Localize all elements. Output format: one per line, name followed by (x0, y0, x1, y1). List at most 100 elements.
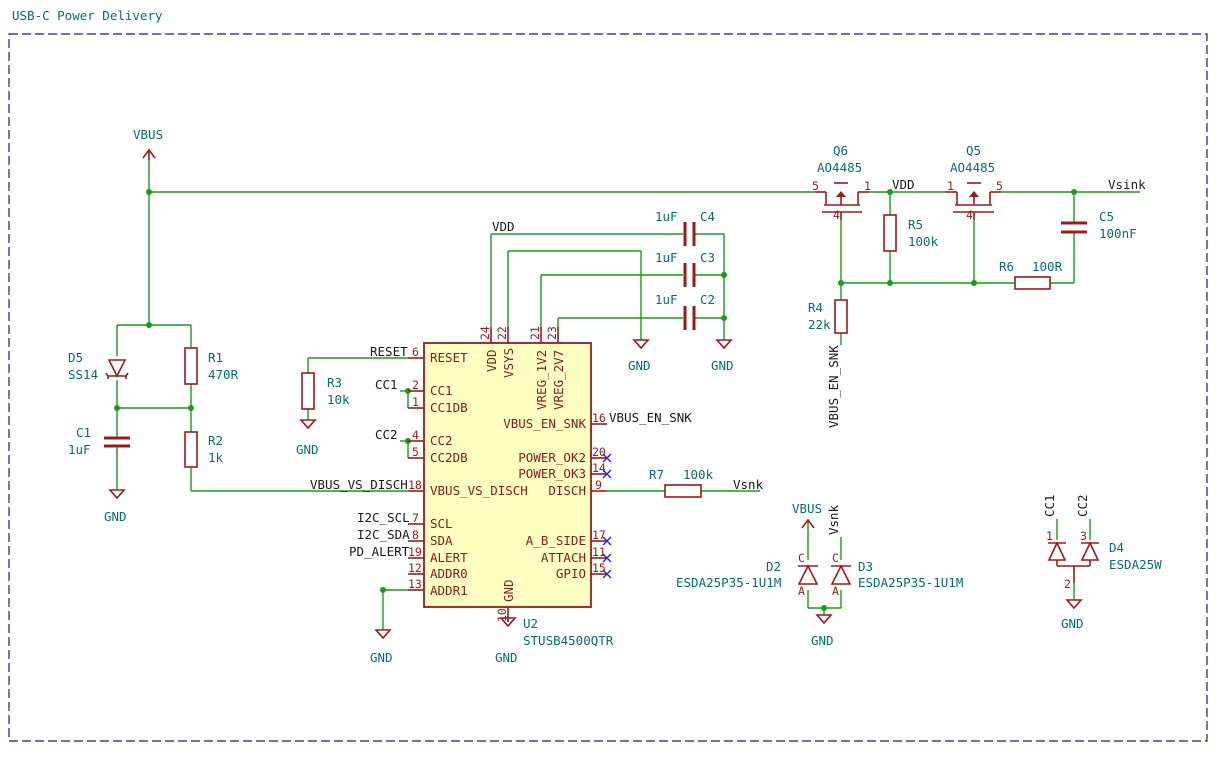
net-label-vdd-mosfet: VDD (892, 177, 915, 192)
svg-text:C5: C5 (1099, 209, 1114, 224)
resistor-r7: R7 100k (649, 467, 714, 498)
diode-d4: 1 3 2 D4 ESDA25W (1046, 529, 1162, 591)
svg-text:D2: D2 (766, 559, 781, 574)
svg-text:100k: 100k (908, 234, 939, 249)
svg-text:ADDR1: ADDR1 (430, 583, 468, 598)
svg-text:GND: GND (501, 579, 516, 602)
svg-text:R2: R2 (208, 433, 223, 448)
svg-text:C: C (832, 551, 839, 565)
net-label-vsnk: Vsnk (733, 477, 764, 492)
diode-d5: D5 SS14 (68, 350, 129, 382)
gnd-symbol-vsys: GND (628, 339, 651, 373)
svg-text:POWER_OK3: POWER_OK3 (518, 466, 586, 481)
svg-text:VBUS: VBUS (133, 127, 163, 142)
svg-text:CC1DB: CC1DB (430, 400, 468, 415)
svg-text:22: 22 (495, 326, 509, 340)
svg-text:13: 13 (408, 577, 422, 591)
svg-text:R1: R1 (208, 350, 223, 365)
svg-text:12: 12 (408, 561, 422, 575)
net-label-vdd: VDD (492, 219, 515, 234)
svg-text:5: 5 (812, 179, 819, 193)
gnd-symbol-caps: GND (711, 339, 734, 373)
capacitor-c3: 1uF C3 (655, 250, 715, 287)
svg-text:C2: C2 (700, 292, 715, 307)
svg-text:CC1: CC1 (430, 383, 453, 398)
resistor-r6: R6 100R (999, 259, 1063, 290)
svg-text:GND: GND (370, 650, 393, 665)
svg-text:CC2DB: CC2DB (430, 450, 468, 465)
svg-text:9: 9 (595, 478, 602, 492)
svg-text:19: 19 (408, 545, 422, 559)
svg-text:C: C (798, 551, 805, 565)
svg-text:10k: 10k (327, 392, 350, 407)
svg-text:A: A (832, 584, 839, 598)
svg-text:1uF: 1uF (655, 250, 678, 265)
svg-text:R5: R5 (908, 217, 923, 232)
svg-text:15: 15 (592, 561, 606, 575)
mosfet-q5: 1 5 4 Q5 AO4485 (945, 143, 1003, 222)
svg-text:VBUS_EN_SNK: VBUS_EN_SNK (503, 416, 586, 431)
svg-text:R7: R7 (649, 467, 664, 482)
vbus-power-symbol: VBUS (133, 127, 163, 160)
svg-text:ADDR0: ADDR0 (430, 566, 468, 581)
svg-text:470R: 470R (208, 367, 239, 382)
svg-text:ESDA25P35-1U1M: ESDA25P35-1U1M (858, 575, 963, 590)
svg-text:16: 16 (592, 411, 606, 425)
svg-text:7: 7 (412, 511, 419, 525)
svg-text:Q5: Q5 (966, 143, 981, 158)
svg-text:SCL: SCL (430, 516, 453, 531)
svg-text:C1: C1 (76, 425, 91, 440)
resistor-r1: R1 470R (184, 347, 239, 385)
svg-text:1uF: 1uF (655, 292, 678, 307)
svg-text:D4: D4 (1109, 540, 1124, 555)
net-label-i2c-sda: I2C_SDA (357, 527, 410, 542)
mosfet-q6: 5 1 4 Q6 AO4485 (812, 143, 871, 222)
svg-text:STUSB4500QTR: STUSB4500QTR (523, 633, 614, 648)
svg-text:4: 4 (412, 428, 419, 442)
svg-text:GPIO: GPIO (556, 566, 586, 581)
svg-text:1: 1 (947, 179, 954, 193)
net-label-vbus-en-snk: VBUS_EN_SNK (609, 410, 692, 425)
svg-text:2: 2 (412, 378, 419, 392)
svg-text:R4: R4 (808, 300, 823, 315)
svg-text:100R: 100R (1032, 259, 1063, 274)
svg-text:VBUS_VS_DISCH: VBUS_VS_DISCH (430, 483, 528, 498)
gnd-symbol-addr: GND (370, 629, 393, 665)
net-label-cc1-d4: CC1 (1042, 494, 1057, 517)
svg-text:POWER_OK2: POWER_OK2 (518, 450, 586, 465)
svg-text:GND: GND (104, 509, 127, 524)
svg-text:RESET: RESET (430, 350, 468, 365)
svg-text:C4: C4 (700, 209, 715, 224)
svg-text:18: 18 (408, 478, 422, 492)
sheet-title: USB-C Power Delivery (12, 8, 163, 23)
net-label-pd-alert: PD_ALERT (349, 544, 410, 559)
svg-text:1: 1 (1046, 529, 1053, 543)
net-label-cc2: CC2 (375, 427, 398, 442)
ic-u2: RESET CC1 CC1DB CC2 CC2DB VBUS_VS_DISCH … (408, 326, 614, 648)
svg-text:VBUS: VBUS (792, 501, 822, 516)
svg-text:2: 2 (1064, 577, 1071, 591)
svg-text:AO4485: AO4485 (817, 160, 862, 175)
svg-text:VSYS: VSYS (501, 348, 516, 378)
svg-text:21: 21 (528, 326, 542, 340)
svg-text:GND: GND (495, 650, 518, 665)
net-label-i2c-scl: I2C_SCL (357, 510, 410, 525)
svg-text:VREG_1V2: VREG_1V2 (534, 350, 549, 410)
gnd-symbol-r3: GND (296, 419, 319, 457)
svg-text:5: 5 (412, 445, 419, 459)
capacitor-c4: 1uF C4 (655, 209, 715, 246)
svg-text:1k: 1k (208, 450, 224, 465)
svg-text:GND: GND (1061, 616, 1084, 631)
svg-text:ESDA25W: ESDA25W (1109, 557, 1162, 572)
svg-text:1: 1 (412, 395, 419, 409)
svg-text:100k: 100k (683, 467, 714, 482)
svg-text:22k: 22k (808, 317, 831, 332)
resistor-r5: R5 100k (883, 214, 939, 252)
diode-d2: C A D2 ESDA25P35-1U1M (676, 551, 819, 598)
svg-text:8: 8 (412, 528, 419, 542)
gnd-symbol-d2d3: GND (811, 614, 834, 648)
svg-text:D5: D5 (68, 350, 83, 365)
svg-text:Q6: Q6 (833, 143, 848, 158)
svg-text:6: 6 (412, 345, 419, 359)
